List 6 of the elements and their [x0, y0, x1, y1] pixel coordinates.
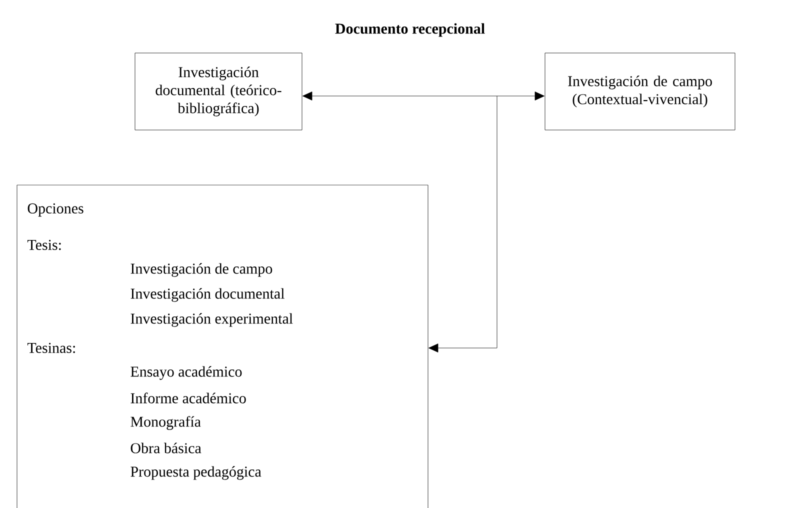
title: Documento recepcional: [335, 23, 485, 37]
text-box: Investigación de campo (Contextual-vivencial): [544, 52, 736, 130]
options-box: Opciones Tesis: Investigación de campo Investigación documental Investigación experimental Tesinas: Ensayo académico Informe académico Monografía Obra básica Propuesta pedagógica: [16, 184, 428, 508]
arrow: [302, 92, 545, 100]
arrow: [428, 96, 498, 352]
text-box: Investigación documental (teórico-bibliográfica): [134, 52, 302, 130]
